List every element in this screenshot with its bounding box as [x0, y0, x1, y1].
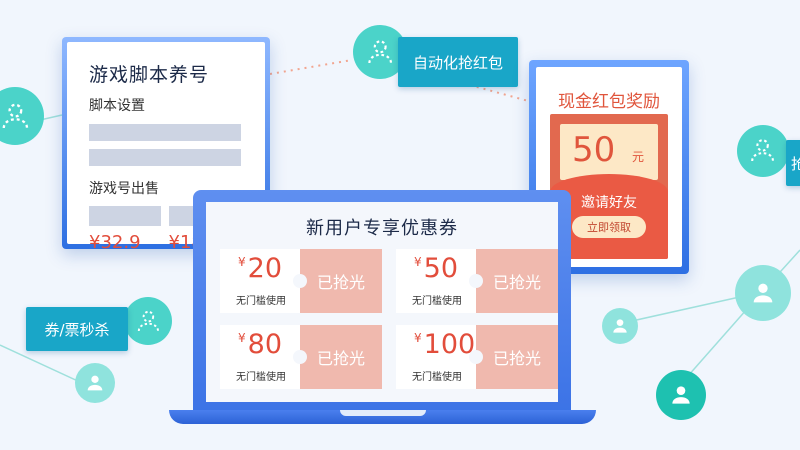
user-node-left-mid	[124, 297, 172, 345]
cash-unit: 元	[632, 150, 645, 164]
placeholder-bar	[89, 124, 241, 141]
coupon-amount: 20	[247, 253, 282, 284]
coupon-condition: 无门槛使用	[236, 296, 286, 307]
coupon-status: 已抢光	[293, 325, 382, 389]
dashed-user-icon	[137, 310, 159, 331]
coupon-ticket[interactable]: ¥50 无门槛使用 已抢光	[396, 249, 558, 313]
coupon-amount: 100	[423, 329, 476, 360]
coupon-amount: 50	[423, 253, 458, 284]
red-packet-card: 现金红包奖励 50 元 邀请好友 立即领取	[529, 60, 689, 274]
user-icon	[753, 283, 773, 303]
currency-symbol: ¥	[238, 331, 246, 345]
user-icon	[672, 386, 690, 404]
cash-amount: 50	[572, 130, 616, 170]
coupon-page-title: 新用户专享优惠券	[306, 218, 458, 239]
dashed-user-icon	[751, 139, 775, 162]
laptop-base	[169, 410, 596, 424]
dotted-connector	[269, 59, 353, 75]
sale-label: 游戏号出售	[89, 181, 159, 197]
cash-coupon: 50 元	[560, 124, 658, 180]
laptop-screen: 新用户专享优惠券 ¥20 无门槛使用 已抢光 ¥50 无门槛使用 已抢光 ¥80…	[193, 190, 571, 412]
placeholder-bar	[89, 206, 161, 226]
laptop-notch	[340, 410, 426, 416]
user-node-right-small	[602, 308, 638, 344]
currency-symbol: ¥	[414, 255, 422, 269]
currency-symbol: ¥	[414, 331, 422, 345]
user-node-right-large	[735, 265, 791, 321]
settings-label: 脚本设置	[89, 98, 145, 114]
coupon-ticket[interactable]: ¥80 无门槛使用 已抢光	[220, 325, 382, 389]
user-node-right	[737, 125, 789, 177]
coupon-amount: 80	[247, 329, 282, 360]
coupon-ticket[interactable]: ¥100 无门槛使用 已抢光	[396, 325, 558, 389]
coupon-status: 已抢光	[469, 325, 558, 389]
user-node-bottom-right	[656, 370, 706, 420]
claim-button[interactable]: 立即领取	[572, 216, 646, 238]
partial-tag-right: 抢	[786, 140, 800, 186]
connector-line	[0, 344, 81, 383]
dashed-user-icon	[368, 40, 392, 63]
red-packet-title: 现金红包奖励	[558, 92, 660, 112]
card-title: 游戏脚本养号	[89, 64, 210, 86]
coupon-status: 已抢光	[469, 249, 558, 313]
dotted-connector	[469, 84, 533, 103]
auto-red-packet-tag: 自动化抢红包	[398, 37, 518, 87]
price-1: ¥32.9	[89, 232, 141, 253]
coupon-condition: 无门槛使用	[236, 372, 286, 383]
invite-text: 邀请好友	[581, 195, 637, 211]
coupon-status: 已抢光	[293, 249, 382, 313]
placeholder-bar	[89, 149, 241, 166]
ticket-flash-sale-tag: 券/票秒杀	[26, 307, 128, 351]
coupon-condition: 无门槛使用	[412, 296, 462, 307]
user-node-bottom-left	[75, 363, 115, 403]
currency-symbol: ¥	[238, 255, 246, 269]
coupon-ticket[interactable]: ¥20 无门槛使用 已抢光	[220, 249, 382, 313]
user-icon	[613, 319, 627, 333]
dashed-user-icon	[2, 103, 28, 128]
coupon-condition: 无门槛使用	[412, 372, 462, 383]
user-icon	[87, 375, 103, 391]
